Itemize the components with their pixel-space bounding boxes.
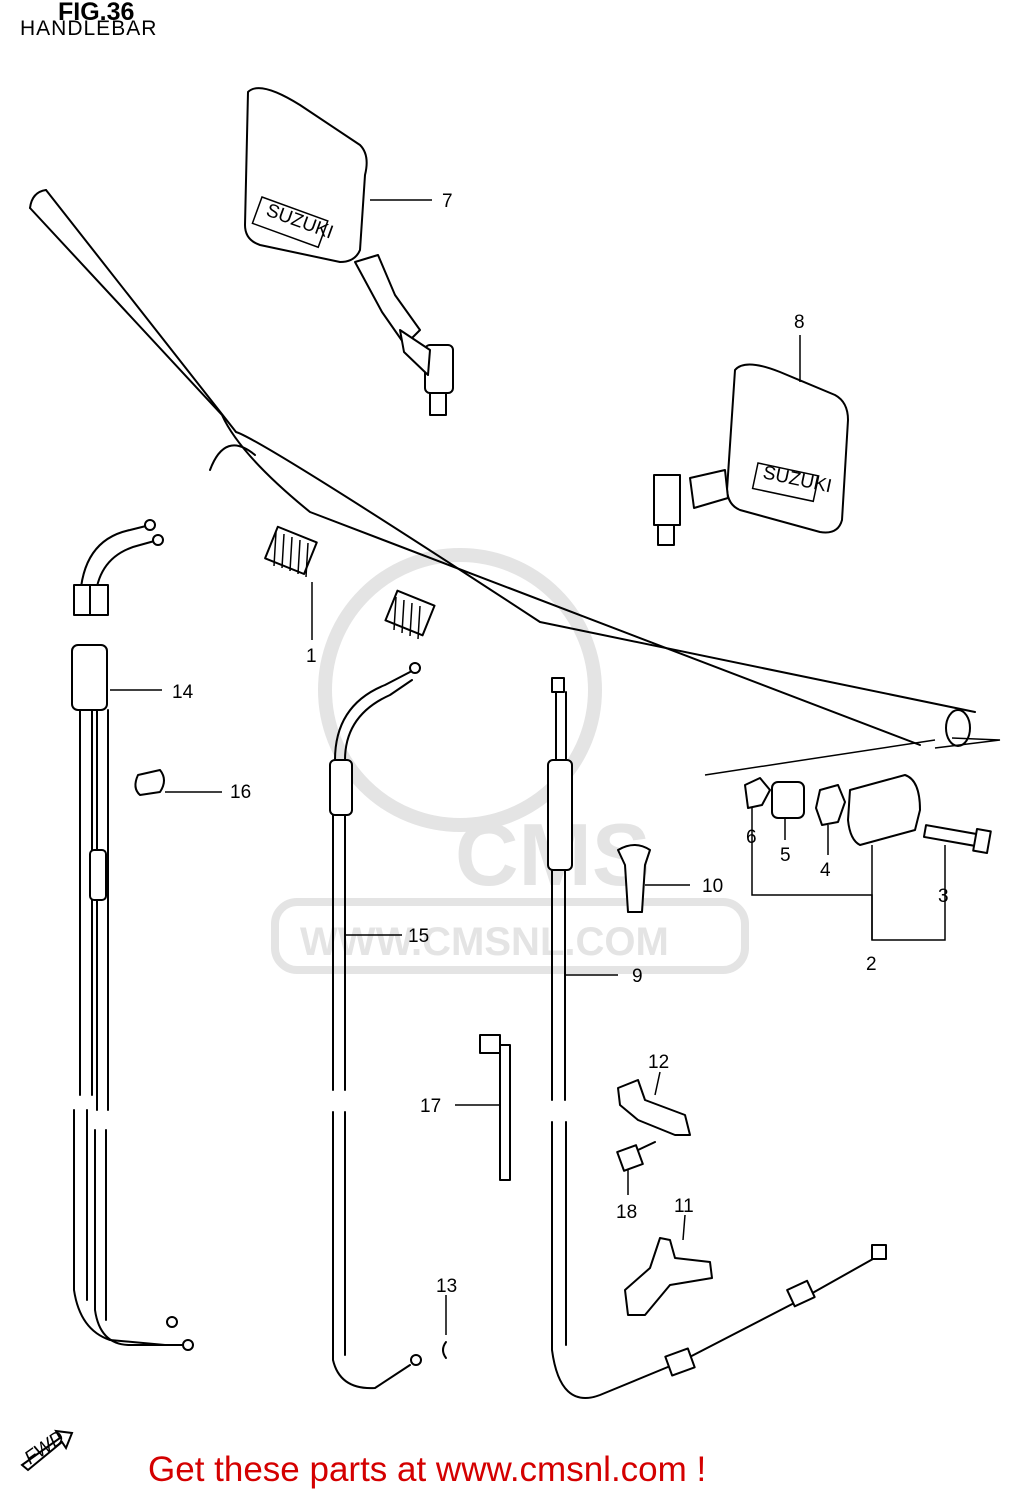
callout-18: 18 [616,1202,637,1223]
figure-subtitle: HANDLEBAR [20,17,158,40]
forward-arrow-icon: FWD [20,1427,74,1472]
callout-12: 12 [648,1052,669,1073]
callout-6: 6 [746,827,757,848]
footer-promo: Get these parts at www.cmsnl.com ! [148,1450,707,1489]
mirror-left: SUZUKI [653,363,849,546]
cable-boot [617,844,651,913]
callout-4: 4 [820,860,831,881]
bracket-bolt [616,1141,656,1172]
callouts: 1 2 3 4 5 6 7 8 9 10 11 12 13 14 15 16 1… [172,191,949,1297]
callout-9: 9 [632,966,643,987]
handlebar [29,189,1001,749]
mirror-right: SUZUKI [244,87,454,416]
callout-3: 3 [938,886,949,907]
cable-clamp [134,769,165,796]
balancer-parts [704,739,992,855]
throttle-cables [71,519,194,1351]
figure-title: FIG.36 [58,0,135,26]
callout-14: 14 [172,682,194,703]
callout-13: 13 [436,1276,457,1297]
callout-5: 5 [780,845,791,866]
callout-17: 17 [420,1096,441,1117]
watermark: CMS WWW.CMSNL.COM [271,548,749,974]
clutch-cable [547,677,887,1399]
knurl-right [384,589,436,640]
callout-11: 11 [674,1196,694,1217]
knurl-left [264,525,318,578]
callout-2: 2 [866,954,877,975]
bracket-lower [624,1237,713,1316]
callout-16: 16 [230,782,251,803]
clip [442,1341,447,1359]
choke-cable [329,662,422,1390]
bracket-upper [617,1079,691,1136]
watermark-url: WWW.CMSNL.COM [300,920,669,964]
callout-10: 10 [702,876,723,897]
cable-tie [479,1034,511,1181]
callout-1: 1 [306,646,317,667]
callout-8: 8 [794,312,805,333]
leader-lines [110,199,946,1335]
callout-7: 7 [442,191,453,212]
callout-15: 15 [408,926,429,947]
